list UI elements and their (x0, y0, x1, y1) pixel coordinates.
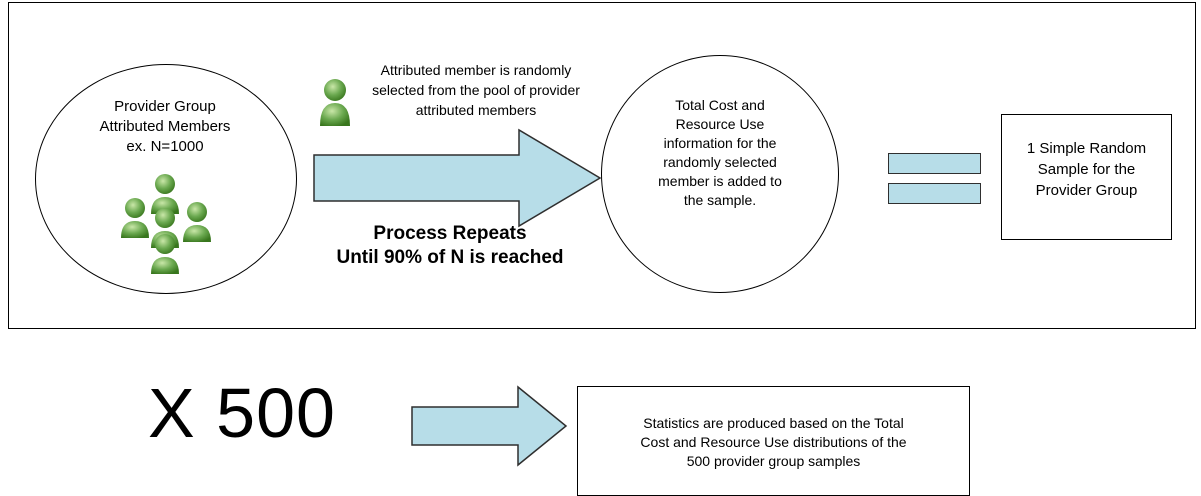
equals-bar-top (888, 153, 981, 174)
right-arrow-icon (411, 385, 568, 467)
selection-note-line1: Attributed member is randomly (380, 62, 572, 78)
right-arrow-icon (313, 128, 602, 228)
provider-pool-ellipse (35, 64, 297, 294)
process-note: Process Repeats Until 90% of N is reache… (290, 222, 610, 270)
person-icon (151, 234, 179, 274)
people-group-icon (121, 174, 211, 274)
person-icon (151, 174, 179, 214)
sample-circle-line2: Resource Use (675, 116, 765, 132)
result-box (1001, 114, 1172, 240)
statistics-box (577, 386, 970, 496)
statistics-box-label: Statistics are produced based on the Tot… (577, 414, 970, 471)
process-note-line2: Until 90% of N is reached (336, 247, 564, 268)
sample-circle (601, 55, 839, 293)
person-icon (320, 79, 350, 126)
sample-circle-line3: information for the (663, 135, 777, 151)
selection-note-line3: attributed members (415, 102, 537, 118)
sample-circle-line6: the sample. (683, 192, 757, 208)
result-box-line1: 1 Simple Random (1026, 140, 1147, 157)
selection-note: Attributed member is randomly selected f… (336, 60, 616, 120)
process-frame (8, 2, 1196, 329)
provider-pool-label: Provider Group Attributed Members ex. N=… (60, 97, 270, 157)
repeat-label: X 500 (148, 374, 336, 452)
provider-pool-line3: ex. N=1000 (126, 138, 204, 155)
person-icon (121, 198, 149, 238)
sample-circle-line1: Total Cost and (675, 97, 765, 113)
provider-pool-line1: Provider Group (114, 98, 216, 115)
result-box-line2: Sample for the (1037, 161, 1136, 178)
person-icon (183, 202, 211, 242)
selection-note-line2: selected from the pool of provider (372, 82, 580, 98)
statistics-box-line1: Statistics are produced based on the Tot… (643, 415, 904, 431)
provider-pool-line2: Attributed Members (99, 118, 231, 135)
sample-circle-line5: member is added to (658, 173, 782, 189)
process-note-line1: Process Repeats (373, 223, 527, 244)
sample-circle-line4: randomly selected (663, 154, 777, 170)
sample-circle-label: Total Cost and Resource Use information … (630, 96, 810, 210)
equals-bar-bottom (888, 183, 981, 204)
result-box-line3: Provider Group (1035, 182, 1138, 199)
statistics-box-line2: Cost and Resource Use distributions of t… (640, 434, 907, 450)
result-box-label: 1 Simple Random Sample for the Provider … (1001, 138, 1172, 201)
statistics-box-line3: 500 provider group samples (686, 453, 861, 469)
